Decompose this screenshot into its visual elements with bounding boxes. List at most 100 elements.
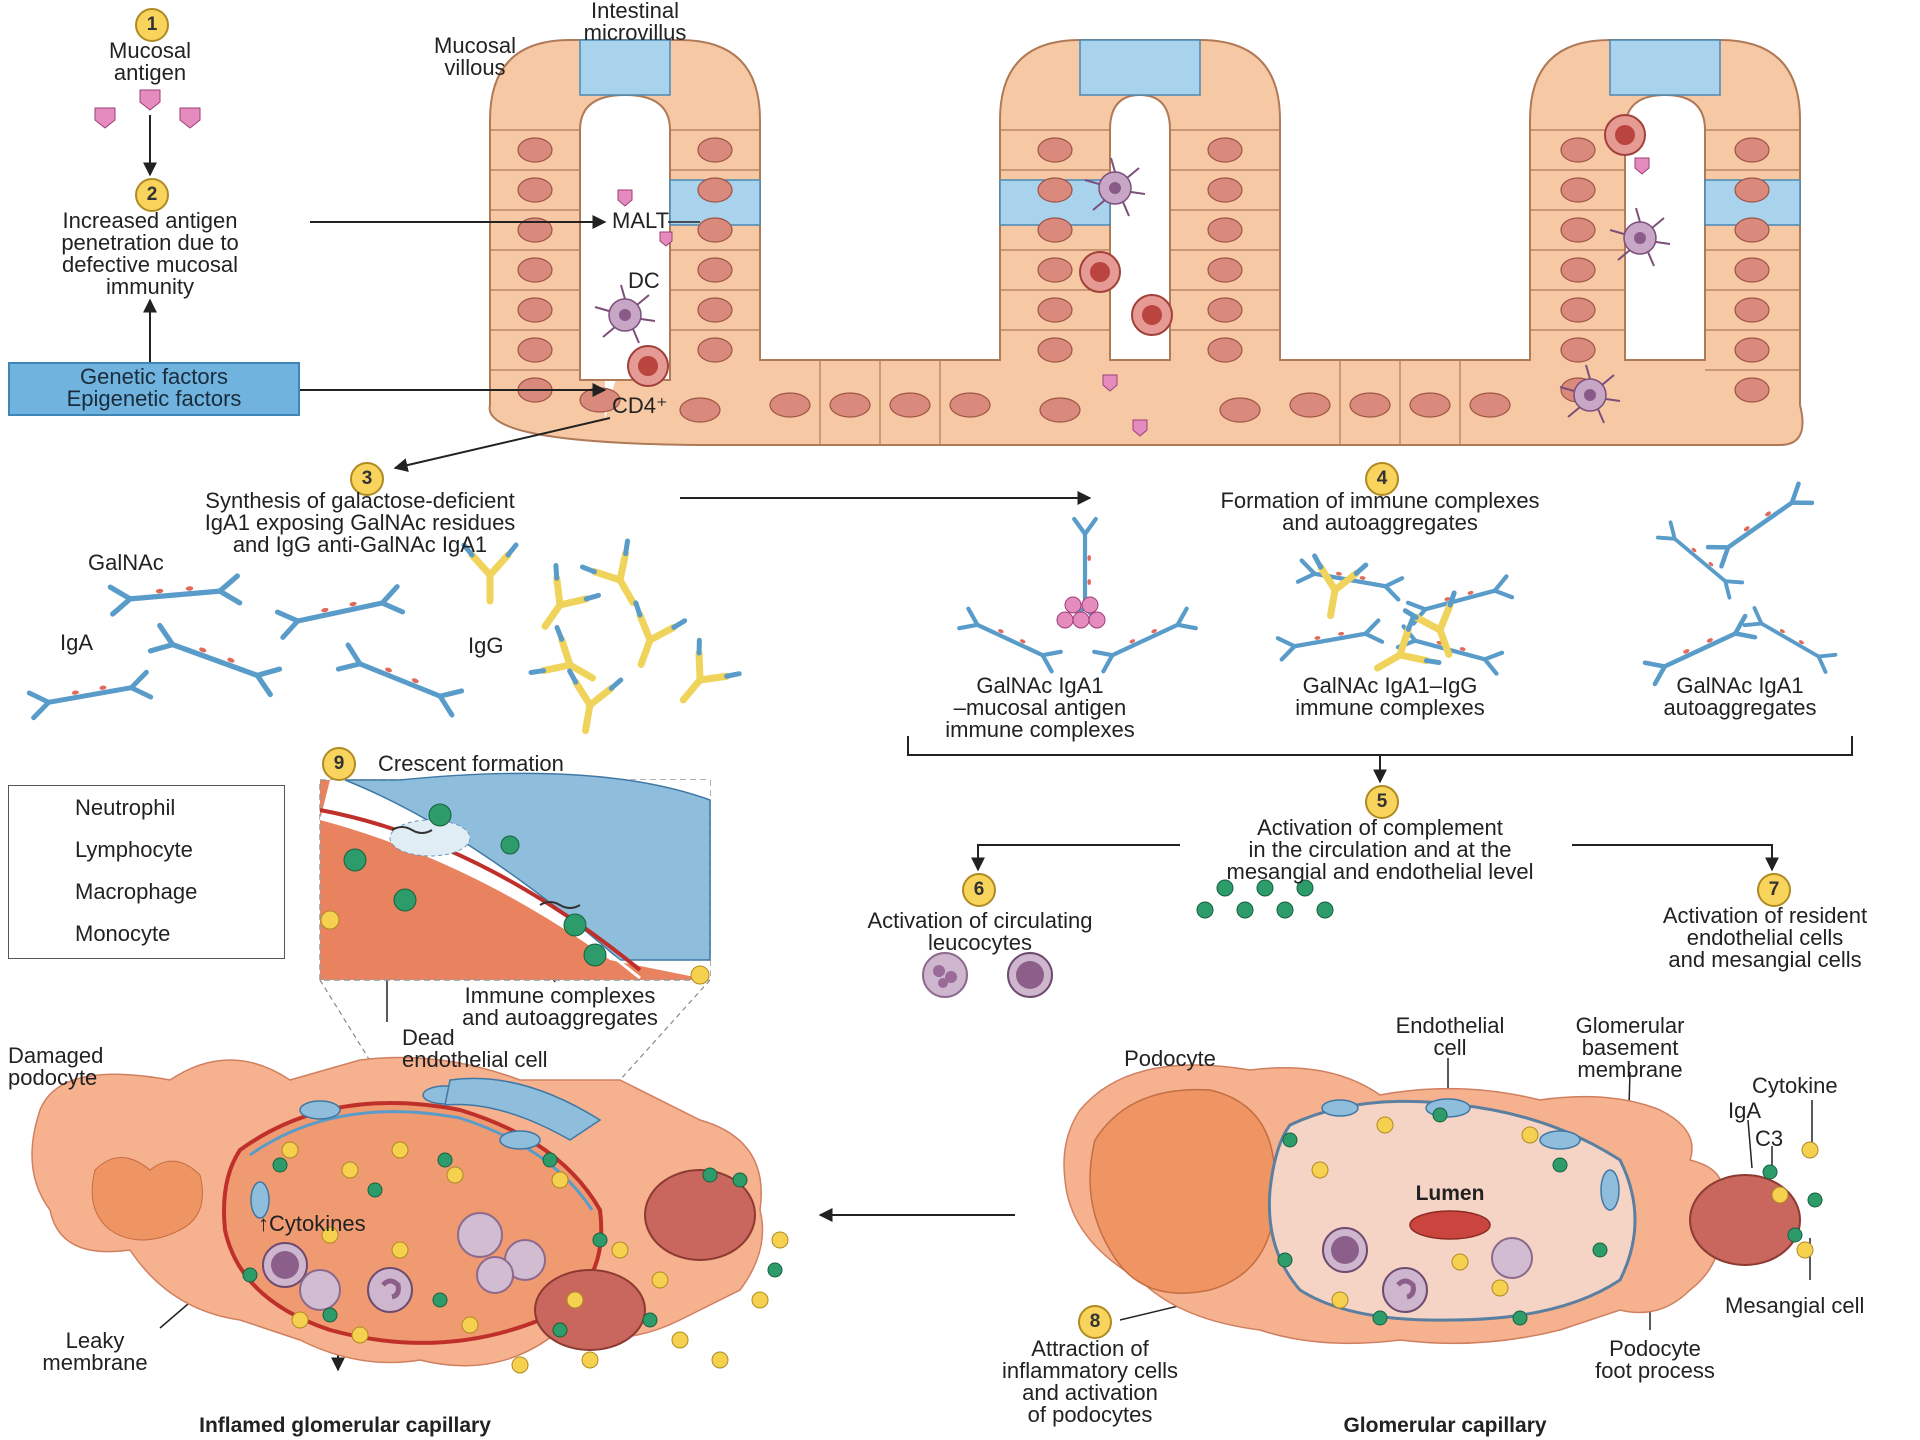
villus-nucleus	[1290, 393, 1330, 417]
step-6-label: Activation of circulating leucocytes	[820, 910, 1140, 954]
villus-nucleus	[1735, 338, 1769, 362]
complex1-antigen	[1057, 612, 1073, 628]
complement-dot	[703, 1168, 717, 1182]
complex1-antigen	[1073, 612, 1089, 628]
complement-dot	[438, 1153, 452, 1167]
complex-3-label: GalNAc IgA1 autoaggregates	[1620, 675, 1860, 719]
igg-label: IgG	[468, 635, 503, 657]
cytokine-dot	[672, 1332, 688, 1348]
cytokine-dot	[1492, 1280, 1508, 1296]
complex2-iga	[1278, 621, 1382, 660]
cytokine-dot	[652, 1272, 668, 1288]
cytokine-dot	[1522, 1127, 1538, 1143]
villus-nucleus	[1038, 298, 1072, 322]
igg-antibody	[617, 603, 685, 673]
villus-nucleus	[830, 393, 870, 417]
villus-nucleus	[950, 393, 990, 417]
leaky-membrane-label: Leaky membrane	[20, 1330, 170, 1374]
iga-antibody	[338, 645, 461, 715]
complement-dot	[1278, 1253, 1292, 1267]
complex3-iga	[1745, 608, 1836, 672]
iga-antibody	[150, 626, 279, 695]
lymphocyte-6	[1008, 953, 1052, 997]
complex2-igg	[1305, 556, 1366, 620]
complement-dot	[1808, 1193, 1822, 1207]
cytokine-dot	[1332, 1292, 1348, 1308]
villus-nucleus	[1470, 393, 1510, 417]
complement-dot	[1237, 902, 1253, 918]
complement-dot	[243, 1268, 257, 1282]
cytokines-up-label: ↑Cytokines	[258, 1213, 366, 1235]
legend-neutrophil-label: Neutrophil	[75, 795, 175, 821]
step-1-badge: 1	[135, 8, 169, 42]
villus-nucleus	[1561, 218, 1595, 242]
villus-nucleus	[1735, 218, 1769, 242]
complement-dot	[593, 1233, 607, 1247]
malt-label: MALT	[612, 210, 669, 232]
complement-dot	[433, 1293, 447, 1307]
cd4-cell-4	[1605, 115, 1645, 155]
cytokine-dot	[512, 1357, 528, 1373]
villus-nucleus	[518, 178, 552, 202]
cd4-cell-1	[628, 346, 668, 386]
cytokine-dot	[352, 1327, 368, 1343]
villus-nucleus	[1208, 218, 1242, 242]
legend-lymphocyte-label: Lymphocyte	[75, 837, 193, 863]
legend-macrophage-label: Macrophage	[75, 879, 197, 905]
cytokine-dot	[567, 1292, 583, 1308]
villus-core-1	[580, 95, 670, 380]
lumen-label: Lumen	[1390, 1183, 1510, 1205]
normal-podocyte-nucleus	[1090, 1090, 1275, 1294]
villus-nucleus	[1410, 393, 1450, 417]
iga-antibody	[110, 576, 239, 614]
immune-complexes-label: Immune complexes and autoaggregates	[425, 985, 695, 1029]
villus-nucleus	[1208, 258, 1242, 282]
complement-dot	[1553, 1158, 1567, 1172]
cytokine-dot	[1772, 1187, 1788, 1203]
step-4-label: Formation of immune complexes and autoag…	[1170, 490, 1590, 534]
complement-dot	[1197, 902, 1213, 918]
step-8-label: Attraction of inflammatory cells and act…	[955, 1338, 1225, 1426]
villus-nucleus	[1350, 393, 1390, 417]
igg-antibody	[663, 640, 739, 716]
cytokine-dot	[612, 1242, 628, 1258]
cytokine-label: Cytokine	[1752, 1075, 1838, 1097]
villus-nucleus	[770, 393, 810, 417]
cytokine-dot	[552, 1172, 568, 1188]
villus-nucleus	[518, 298, 552, 322]
villus-nucleus	[1561, 258, 1595, 282]
c3-label: C3	[1755, 1128, 1783, 1150]
cytokine-dot	[772, 1232, 788, 1248]
complement-dot	[368, 1183, 382, 1197]
antigen-1	[140, 90, 160, 110]
step-7-badge: 7	[1757, 873, 1791, 907]
mesangial-inflamed-2	[535, 1270, 645, 1350]
villus-nucleus	[1038, 218, 1072, 242]
villus-nucleus	[1561, 298, 1595, 322]
villus-nucleus	[1038, 138, 1072, 162]
villus-nucleus	[1735, 298, 1769, 322]
cytokine-dot	[582, 1352, 598, 1368]
complex2-iga	[1408, 576, 1512, 623]
complement-dot	[733, 1173, 747, 1187]
step-7-label: Activation of resident endothelial cells…	[1620, 905, 1910, 971]
villus-nucleus	[1208, 298, 1242, 322]
complement-dot	[1277, 902, 1293, 918]
cytokine-dot	[392, 1142, 408, 1158]
villus-nucleus	[1735, 258, 1769, 282]
complex1-iga	[959, 609, 1061, 672]
damaged-podocyte-label: Damaged podocyte	[8, 1045, 103, 1089]
villus-nucleus	[1561, 138, 1595, 162]
villus-nucleus	[518, 258, 552, 282]
step-5-badge: 5	[1365, 785, 1399, 819]
mesangial-cell-label: Mesangial cell	[1725, 1295, 1864, 1317]
dc-label: DC	[628, 270, 660, 292]
cd4-label: CD4⁺	[612, 395, 668, 417]
complement-dot	[1763, 1165, 1777, 1179]
normal-capillary-title: Glomerular capillary	[1300, 1415, 1590, 1437]
cytokine-dot	[1802, 1142, 1818, 1158]
cell-legend: Neutrophil Lymphocyte Macrophage Monocyt…	[8, 785, 285, 959]
villus-nucleus	[698, 218, 732, 242]
intestinal-villi	[490, 40, 1803, 445]
complement-dot	[1373, 1311, 1387, 1325]
